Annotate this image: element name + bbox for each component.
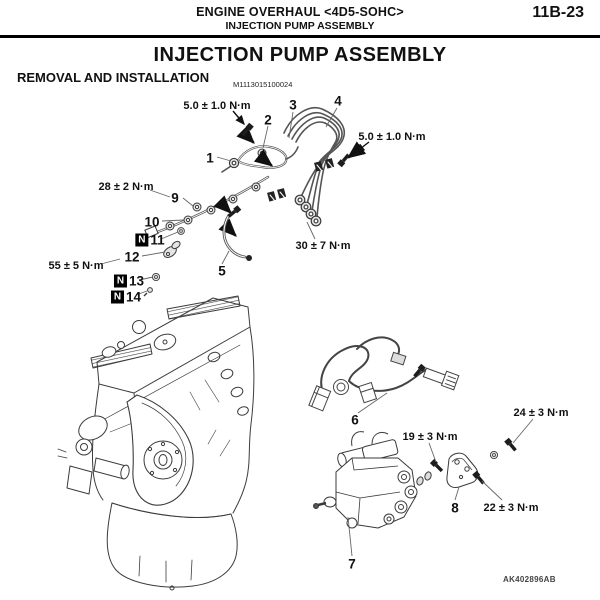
header-chapter: ENGINE OVERHAUL <4D5-SOHC>: [196, 5, 404, 19]
callout-number: 14: [125, 289, 142, 305]
callout-number: 6: [351, 412, 359, 428]
torque-label-2: 28 ± 2 N·m: [98, 181, 154, 193]
reuse-part-badge-icon: N: [110, 290, 124, 304]
torque-label-0: 5.0 ± 1.0 N·m: [183, 100, 251, 112]
return-hose-illustration: [222, 204, 252, 261]
connector-b: [333, 379, 349, 395]
torque-label-7: 22 ± 3 N·m: [483, 502, 539, 514]
torque-arrows: [232, 110, 370, 153]
callout-number: 7: [348, 556, 356, 572]
torque-label-3: 30 ± 7 N·m: [295, 240, 351, 252]
figure-code: AK402896AB: [503, 575, 556, 584]
callout-number: 8: [451, 500, 459, 516]
callout-number: 9: [171, 190, 179, 206]
header-section: INJECTION PUMP ASSEMBLY: [225, 20, 375, 32]
header-center: ENGINE OVERHAUL <4D5-SOHC> INJECTION PUM…: [0, 5, 600, 32]
callout-number: 3: [289, 97, 297, 113]
callout-1: 1: [206, 151, 214, 166]
engine-illustration: [57, 295, 255, 591]
callout-9: 9: [171, 191, 179, 206]
injection-pump-illustration: [313, 431, 418, 529]
callout-3: 3: [289, 98, 297, 113]
callout-7: 7: [348, 557, 356, 572]
callout-number: 2: [264, 112, 272, 128]
callout-number: 12: [124, 249, 140, 265]
callout-number: 10: [144, 214, 160, 230]
torque-label-6: 19 ± 3 N·m: [402, 431, 458, 443]
small-parts: [143, 227, 185, 297]
callout-6: 6: [351, 413, 359, 428]
oil-filler-cap: [132, 320, 146, 334]
callout-8: 8: [451, 501, 459, 516]
callout-number: 1: [206, 150, 214, 166]
overflow-fitting-12: [163, 240, 181, 258]
callout-12: 12: [124, 250, 139, 265]
connector-d: [390, 351, 407, 366]
callout-2: 2: [264, 113, 272, 128]
leader-lines: [100, 107, 534, 557]
washer: [416, 476, 424, 486]
torque-label-5: 24 ± 3 N·m: [513, 407, 569, 419]
timing-gear: [143, 440, 183, 480]
bolt-14: [143, 287, 153, 297]
callout-number: 5: [218, 263, 226, 279]
callout-4: 4: [334, 94, 342, 109]
connector-c: [358, 381, 378, 404]
washer: [424, 471, 432, 481]
doc-code: M1113015100024: [233, 80, 293, 89]
page-title: INJECTION PUMP ASSEMBLY: [153, 44, 447, 66]
harness-illustration: [308, 336, 460, 412]
connector-a: [308, 385, 332, 412]
torque-label-4: 55 ± 5 N·m: [48, 260, 104, 272]
callout-number: 13: [128, 273, 145, 289]
sensor: [422, 367, 460, 391]
torque-label-1: 5.0 ± 1.0 N·m: [358, 131, 426, 143]
callout-5: 5: [218, 264, 226, 279]
callout-number: 11: [150, 232, 165, 248]
page-number: 11B-23: [532, 4, 584, 21]
reuse-part-badge-icon: N: [113, 274, 127, 288]
callout-number: 4: [334, 93, 342, 109]
bracket-fasteners: [416, 437, 519, 486]
reuse-part-badge-icon: N: [135, 233, 149, 247]
bracket-illustration: [446, 452, 479, 488]
page-header: ENGINE OVERHAUL <4D5-SOHC> INJECTION PUM…: [0, 0, 600, 38]
section-title: REMOVAL AND INSTALLATION: [17, 70, 210, 85]
callout-10: 10: [144, 215, 159, 230]
